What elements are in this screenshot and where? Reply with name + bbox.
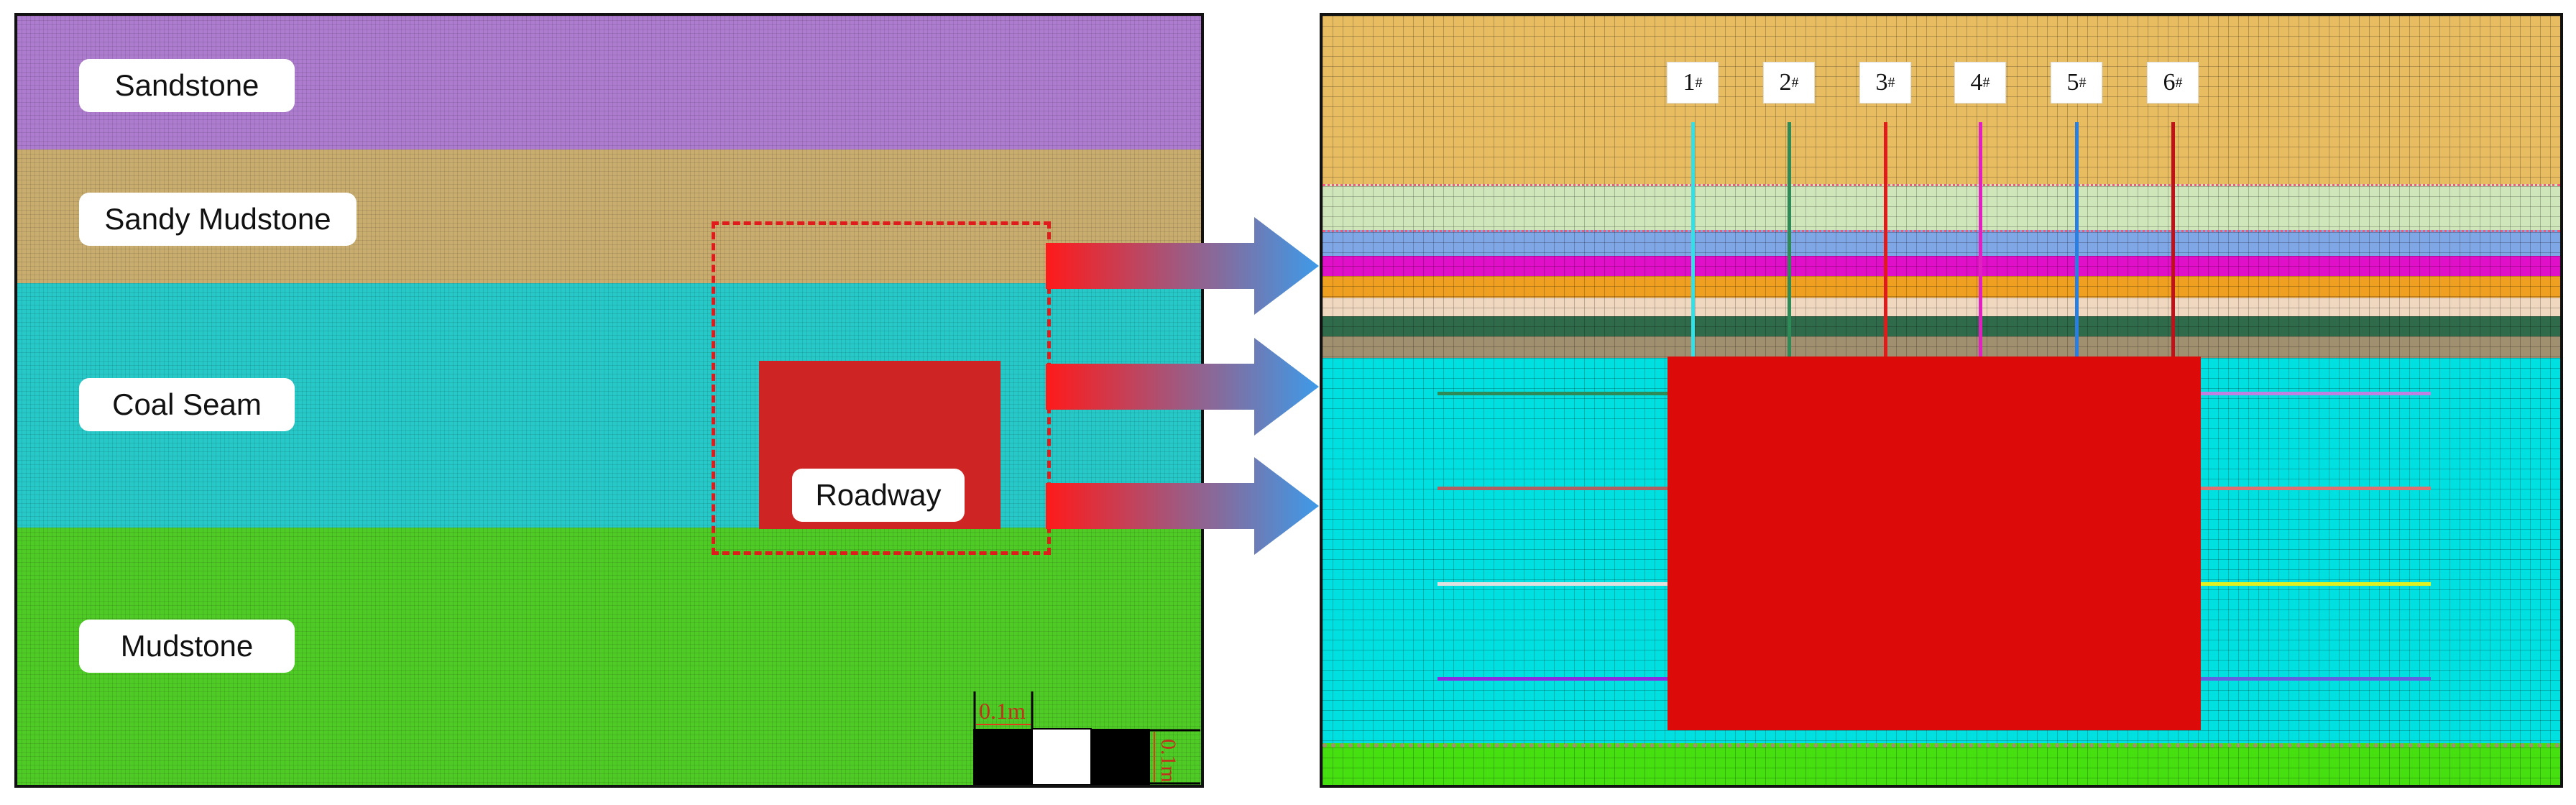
side-line-right-2 bbox=[2201, 487, 2431, 490]
sandstone-layer bbox=[17, 16, 1201, 150]
scale-bar: 0.1m 0.1m bbox=[973, 677, 1201, 785]
strata-band-4 bbox=[1322, 276, 2560, 298]
strata-band-6 bbox=[1322, 316, 2560, 336]
strata-band-5 bbox=[1322, 298, 2560, 316]
side-line-left-1 bbox=[1438, 392, 1668, 395]
label-roadway: Roadway bbox=[792, 469, 965, 522]
strata-band-3 bbox=[1322, 256, 2560, 276]
measure-line-2 bbox=[1788, 122, 1791, 356]
label-mudstone: Mudstone bbox=[79, 620, 295, 673]
floor-layer-zoom bbox=[1322, 743, 2560, 785]
measure-line-5 bbox=[2075, 122, 2079, 356]
label-sandstone: Sandstone bbox=[79, 59, 295, 112]
side-line-left-4 bbox=[1438, 677, 1668, 681]
arrow-middle bbox=[1046, 338, 1319, 436]
measure-point-4: 4# bbox=[1954, 62, 2006, 104]
scale-vertical-label: 0.1m bbox=[1156, 739, 1180, 783]
roadway-zoom bbox=[1668, 356, 2201, 730]
measure-line-4 bbox=[1979, 122, 1982, 356]
side-line-right-3 bbox=[2201, 582, 2431, 586]
measure-line-6 bbox=[2171, 122, 2175, 356]
measure-point-6: 6# bbox=[2147, 62, 2199, 104]
strata-band-2 bbox=[1322, 230, 2560, 258]
label-coal-seam: Coal Seam bbox=[79, 378, 295, 431]
side-line-right-4 bbox=[2201, 677, 2431, 681]
left-model-panel: Sandstone Sandy Mudstone Coal Seam Roadw… bbox=[14, 13, 1204, 788]
arrows-group bbox=[1046, 217, 1319, 555]
scale-horizontal-label: 0.1m bbox=[979, 698, 1026, 724]
measure-line-1 bbox=[1691, 122, 1695, 356]
measure-point-2: 2# bbox=[1763, 62, 1815, 104]
measure-point-1: 1# bbox=[1667, 62, 1719, 104]
right-zoom-panel: 1# 2# 3# 4# 5# 6# bbox=[1320, 13, 2563, 788]
label-sandy-mudstone: Sandy Mudstone bbox=[79, 193, 356, 246]
strata-band-1 bbox=[1322, 184, 2560, 232]
arrow-top bbox=[1046, 217, 1319, 315]
side-line-right-1 bbox=[2201, 392, 2431, 395]
measure-line-3 bbox=[1884, 122, 1887, 356]
arrow-bottom bbox=[1046, 457, 1319, 555]
measure-point-3: 3# bbox=[1859, 62, 1911, 104]
strata-top bbox=[1322, 16, 2560, 184]
strata-band-7 bbox=[1322, 336, 2560, 358]
side-line-left-2 bbox=[1438, 487, 1668, 490]
measure-point-5: 5# bbox=[2051, 62, 2102, 104]
side-line-left-3 bbox=[1438, 582, 1668, 586]
